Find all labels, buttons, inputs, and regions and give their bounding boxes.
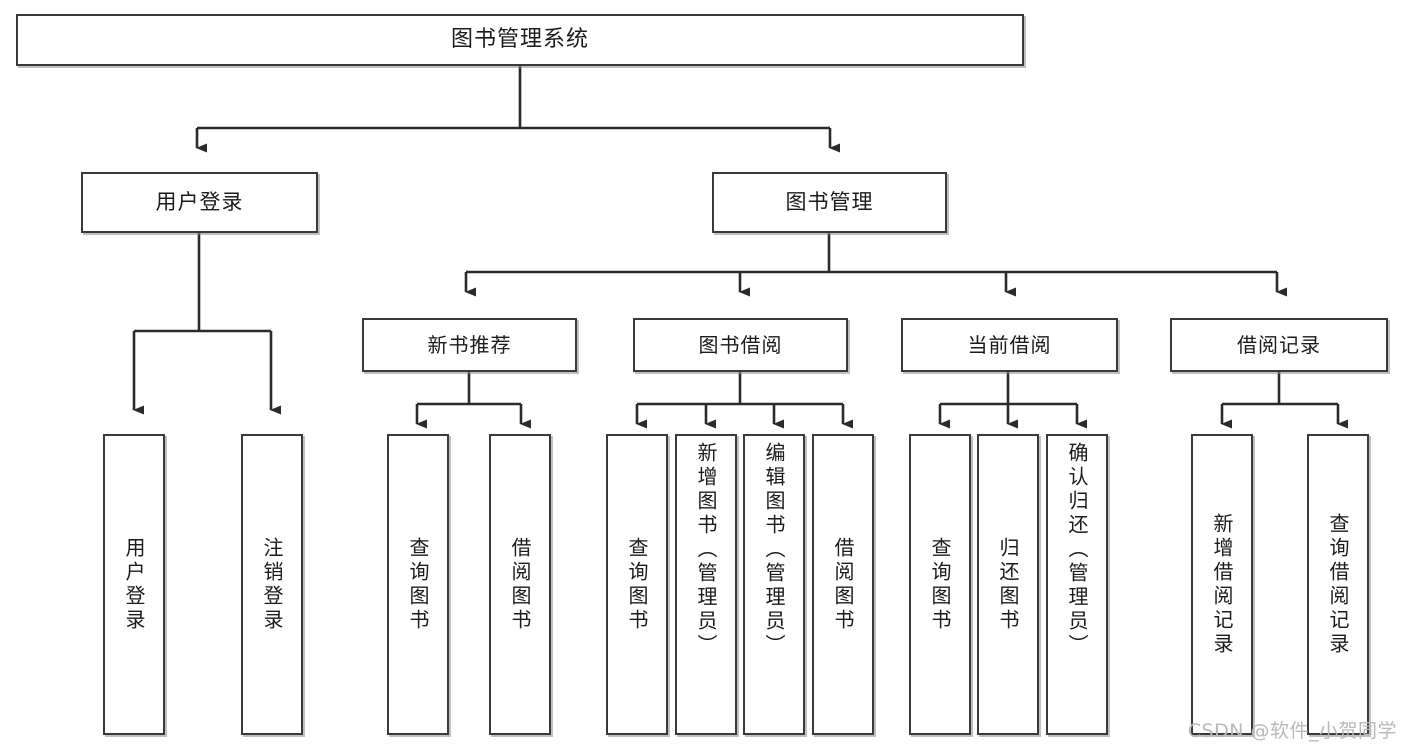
node-book-manage-label: 图书管理 <box>785 190 874 215</box>
node-leaf-borrow-book-1-label: 借阅图书 <box>508 536 532 633</box>
node-leaf-query-book-1-label: 查询图书 <box>406 536 430 633</box>
node-borrow-record[interactable]: 借阅记录 <box>1170 318 1388 372</box>
csdn-watermark: CSDN @软件_小贺同学 <box>1187 720 1397 742</box>
node-leaf-query-book-1[interactable]: 查询图书 <box>387 434 449 735</box>
node-leaf-user-logout-label: 注销登录 <box>260 536 284 633</box>
node-leaf-borrow-book-2[interactable]: 借阅图书 <box>812 434 874 735</box>
node-leaf-query-book-3-label: 查询图书 <box>928 536 952 633</box>
node-leaf-edit-book-label: 编辑图书（管理员） <box>762 442 786 658</box>
node-leaf-query-book-2[interactable]: 查询图书 <box>606 434 668 735</box>
node-leaf-query-book-2-label: 查询图书 <box>625 536 649 633</box>
node-new-book-recommend-label: 新书推荐 <box>427 332 512 357</box>
node-leaf-add-book-label: 新增图书（管理员） <box>694 442 718 658</box>
node-leaf-return-book[interactable]: 归还图书 <box>977 434 1039 735</box>
node-leaf-return-book-label: 归还图书 <box>996 536 1020 633</box>
node-current-borrow-label: 当前借阅 <box>967 332 1052 357</box>
node-leaf-user-login[interactable]: 用户登录 <box>103 434 165 735</box>
node-leaf-add-record-label: 新增借阅记录 <box>1210 512 1234 657</box>
node-user-login-label: 用户登录 <box>155 190 244 215</box>
node-book-manage[interactable]: 图书管理 <box>712 172 947 233</box>
node-new-book-recommend[interactable]: 新书推荐 <box>362 318 577 372</box>
node-book-borrow-label: 图书借阅 <box>698 332 783 357</box>
node-user-login[interactable]: 用户登录 <box>81 172 318 233</box>
node-leaf-add-record[interactable]: 新增借阅记录 <box>1191 434 1253 735</box>
node-leaf-borrow-book-1[interactable]: 借阅图书 <box>489 434 551 735</box>
node-leaf-user-login-label: 用户登录 <box>122 536 146 633</box>
node-leaf-edit-book[interactable]: 编辑图书（管理员） <box>743 434 805 735</box>
node-borrow-record-label: 借阅记录 <box>1237 332 1321 357</box>
node-leaf-confirm-return-label: 确认归还（管理员） <box>1065 442 1089 658</box>
node-leaf-borrow-book-2-label: 借阅图书 <box>831 536 855 633</box>
node-leaf-query-record-label: 查询借阅记录 <box>1326 512 1350 657</box>
node-leaf-confirm-return[interactable]: 确认归还（管理员） <box>1046 434 1108 735</box>
node-root-label: 图书管理系统 <box>450 27 589 53</box>
node-root[interactable]: 图书管理系统 <box>16 14 1024 66</box>
node-current-borrow[interactable]: 当前借阅 <box>901 318 1118 372</box>
node-leaf-user-logout[interactable]: 注销登录 <box>241 434 303 735</box>
node-leaf-add-book[interactable]: 新增图书（管理员） <box>675 434 737 735</box>
node-leaf-query-record[interactable]: 查询借阅记录 <box>1307 434 1369 735</box>
node-book-borrow[interactable]: 图书借阅 <box>633 318 848 372</box>
node-leaf-query-book-3[interactable]: 查询图书 <box>909 434 971 735</box>
